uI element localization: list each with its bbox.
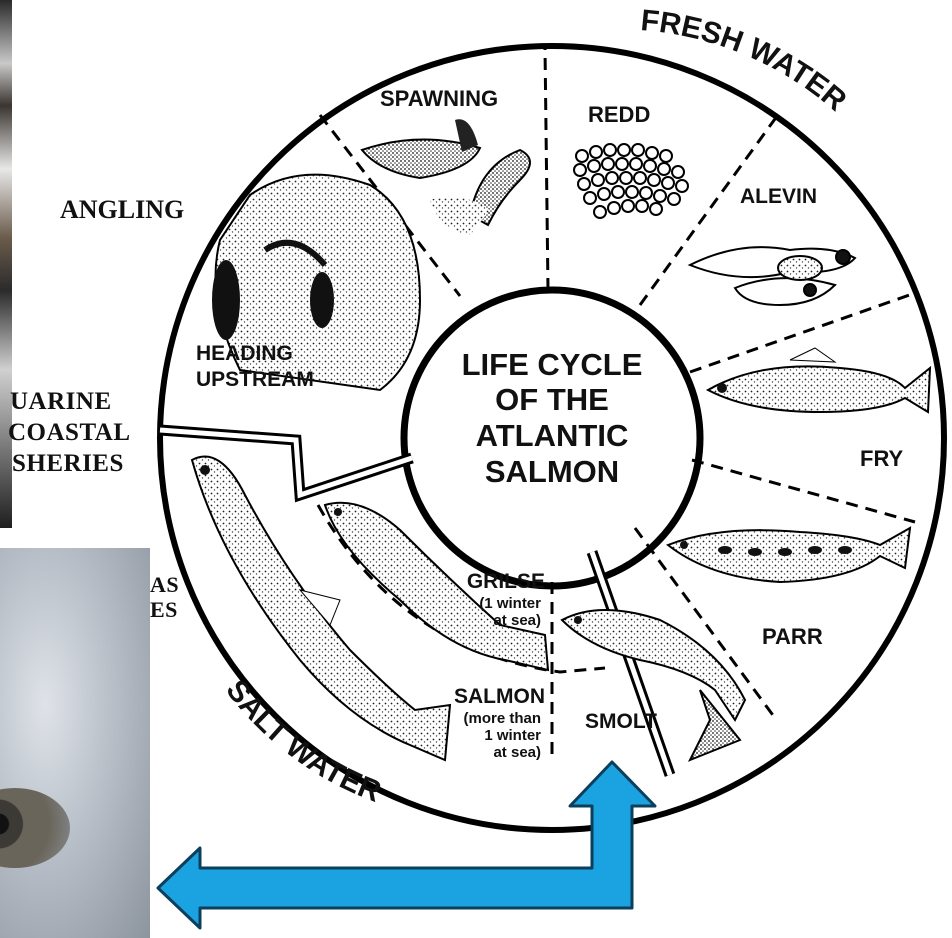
parr-label: PARR: [762, 624, 823, 649]
svg-text:SALMON: SALMON: [485, 454, 619, 489]
svg-text:OF THE: OF THE: [495, 382, 609, 417]
svg-text:LIFE CYCLE: LIFE CYCLE: [462, 347, 643, 382]
salmon-note-line2: 1 winter: [484, 727, 541, 744]
smolt-label: SMOLT: [585, 710, 657, 733]
heading-upstream-line1: HEADING: [196, 342, 293, 365]
salmon-label: SALMON: [454, 685, 545, 708]
angling-label: ANGLING: [60, 195, 184, 224]
heading-upstream-line2: UPSTREAM: [196, 368, 314, 391]
grilse-label: GRILSE: [467, 570, 545, 593]
grilse-note-line1: (1 winter: [479, 595, 541, 612]
fry-label: FRY: [860, 446, 904, 471]
svg-text:ATLANTIC: ATLANTIC: [476, 418, 629, 453]
page-title: LIFE CYCLE OF THE ATLANTIC SALMON: [462, 347, 643, 489]
grilse-note-line2: at sea): [493, 612, 541, 629]
alevin-label: ALEVIN: [740, 185, 817, 208]
spawning-label: SPAWNING: [380, 86, 498, 111]
redd-label: REDD: [588, 102, 650, 127]
salmon-note-line1: (more than: [463, 710, 541, 727]
salmon-note-line3: at sea): [493, 744, 541, 761]
